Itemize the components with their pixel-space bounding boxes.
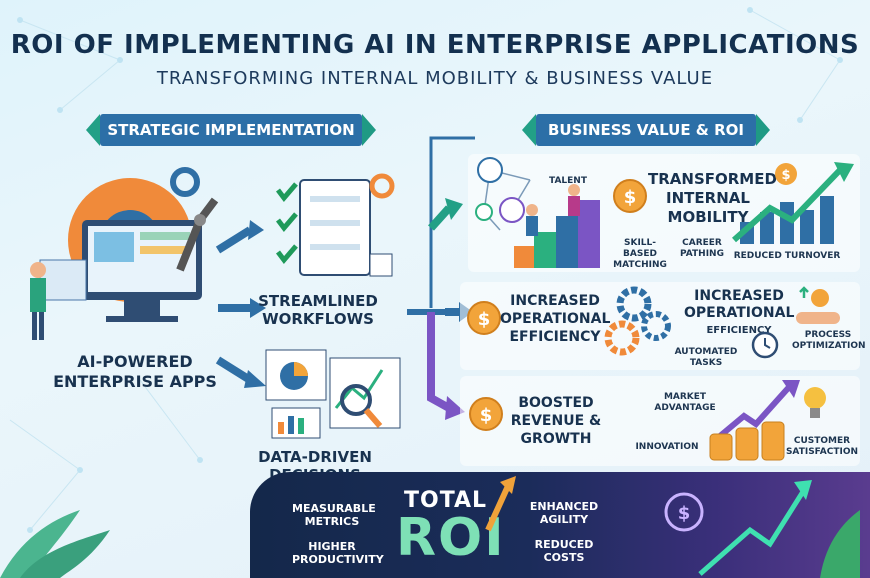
gears-icon — [604, 286, 671, 356]
talent-network-illustration — [475, 157, 600, 268]
ribbon-strategic: STRATEGIC IMPLEMENTATION — [86, 114, 376, 146]
ribbon-business-value: BUSINESS VALUE & ROI — [522, 114, 770, 146]
label-roi: ROI — [396, 508, 506, 568]
leaf-decoration-left — [0, 510, 110, 578]
coin-icon: $ — [467, 301, 501, 335]
coins-growth-illustration — [709, 380, 800, 461]
checklist-illustration — [276, 173, 395, 277]
growth-chart-illustration: $ — [732, 162, 854, 244]
svg-text:$: $ — [678, 503, 691, 524]
label-ai-apps: AI-POWERED ENTERPRISE APPS — [53, 352, 217, 391]
label-revenue: BOOSTED REVENUE & GROWTH — [510, 395, 602, 447]
label-measurable-metrics: MEASURABLE METRICS — [292, 502, 376, 528]
label-reduced-costs: REDUCED COSTS — [534, 538, 594, 564]
page-title: ROI OF IMPLEMENTING AI IN ENTERPRISE APP… — [10, 30, 860, 60]
label-total: TOTAL — [404, 488, 488, 513]
lightbulb-icon — [804, 387, 826, 418]
label-workflows: STREAMLINED WORKFLOWS — [258, 292, 378, 328]
label-reduced-turnover: REDUCED TURNOVER — [733, 251, 841, 261]
label-talent: TALENT — [549, 176, 587, 186]
panel-efficiency — [460, 282, 860, 370]
svg-text:$: $ — [624, 187, 637, 208]
roi-arrow-icon — [485, 476, 516, 532]
clock-icon — [751, 331, 779, 359]
label-career-pathing: CAREER PATHING — [680, 238, 724, 259]
label-process-optimization: PROCESS OPTIMIZATION — [792, 330, 866, 351]
label-enhanced-agility: ENHANCED AGILITY — [529, 500, 599, 526]
ai-apps-illustration — [30, 167, 219, 340]
label-efficiency-right-2: EFFICIENCY — [706, 325, 772, 336]
label-mobility: TRANSFORMED INTERNAL MOBILITY — [648, 170, 777, 226]
left-arrows — [215, 220, 266, 388]
page-subtitle: TRANSFORMING INTERNAL MOBILITY & BUSINES… — [156, 68, 714, 89]
coin-icon: $ — [469, 397, 503, 431]
label-efficiency-right-1: INCREASED OPERATIONAL — [684, 288, 795, 321]
label-automated-tasks: AUTOMATED TASKS — [674, 347, 738, 368]
bottom-growth-illustration: $ — [664, 480, 860, 578]
data-driven-illustration — [265, 349, 401, 439]
label-higher-productivity: HIGHER PRODUCTIVITY — [292, 540, 384, 566]
svg-text:$: $ — [478, 309, 491, 330]
total-roi-band — [250, 472, 870, 578]
label-market-advantage: MARKET ADVANTAGE — [654, 392, 716, 413]
label-skill-matching: SKILL-BASED MATCHING — [613, 238, 667, 270]
svg-text:$: $ — [480, 405, 493, 426]
coin-icon: $ — [613, 179, 647, 213]
hand-coins-icon — [796, 286, 840, 324]
svg-text:$: $ — [781, 168, 790, 183]
label-efficiency-left: INCREASED OPERATIONAL EFFICIENCY — [500, 293, 611, 345]
label-customer-satisfaction: CUSTOMER SATISFACTION — [785, 436, 859, 457]
label-innovation: INNOVATION — [635, 442, 699, 452]
